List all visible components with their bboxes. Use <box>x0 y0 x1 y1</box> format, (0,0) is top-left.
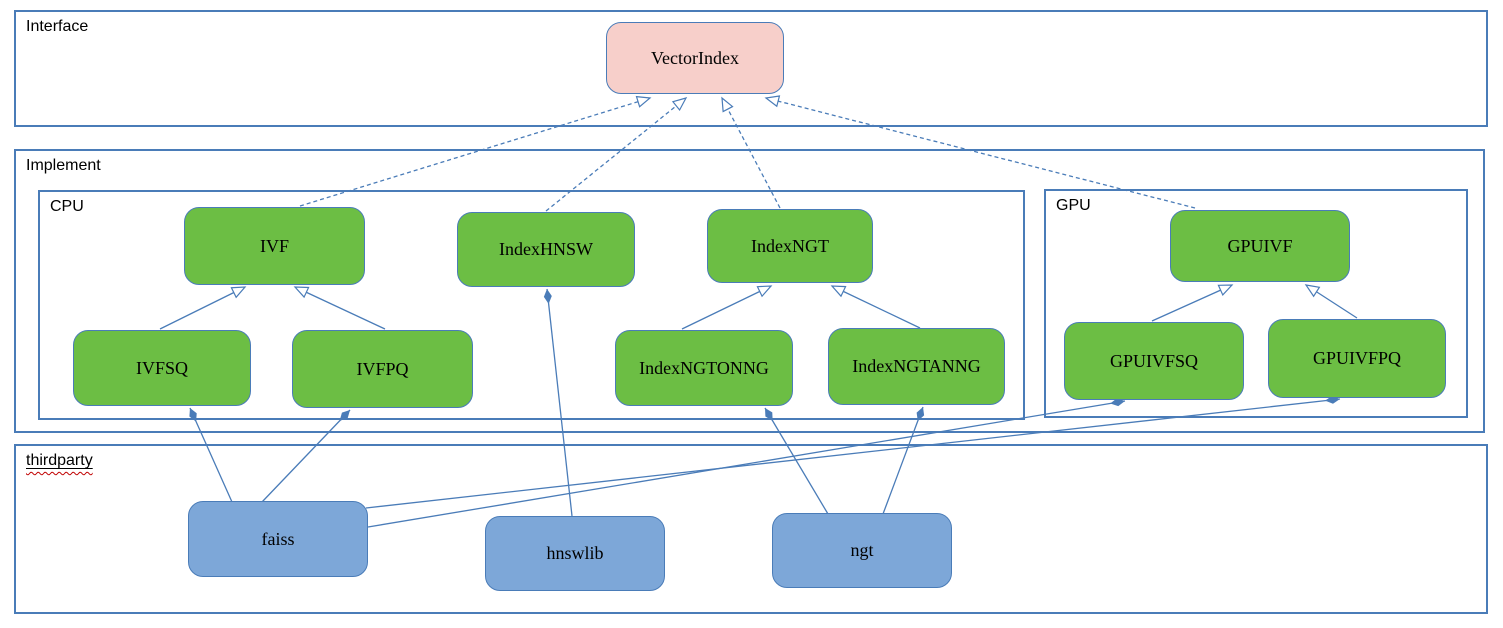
group-thirdparty-label: thirdparty <box>26 452 93 470</box>
group-interface-label: Interface <box>26 18 89 35</box>
group-implement-label: Implement <box>26 157 101 174</box>
node-indexngtonng-label: IndexNGTONNG <box>639 357 769 378</box>
node-indexhnsw[interactable]: IndexHNSW <box>457 212 635 287</box>
group-gpu-label: GPU <box>1056 197 1091 214</box>
node-ivf-label: IVF <box>259 235 289 256</box>
node-gpuivfpq-label: GPUIVFPQ <box>1312 348 1402 368</box>
node-indexngt[interactable]: IndexNGT <box>707 209 873 283</box>
node-faiss-label: faiss <box>261 528 295 549</box>
node-ivfpq[interactable]: IVFPQ <box>292 330 473 408</box>
node-hnswlib-label: hnswlib <box>546 543 604 563</box>
node-hnswlib[interactable]: hnswlib <box>485 516 665 591</box>
group-cpu-label: CPU <box>50 198 84 215</box>
node-gpuivf[interactable]: GPUIVF <box>1170 210 1350 282</box>
node-vectorindex[interactable]: VectorIndex <box>606 22 784 94</box>
node-ivfsq[interactable]: IVFSQ <box>73 330 251 406</box>
node-ngt[interactable]: ngt <box>772 513 952 588</box>
group-thirdparty-label-text: thirdparty <box>26 452 93 469</box>
node-indexngtonng[interactable]: IndexNGTONNG <box>615 330 793 406</box>
node-ivfpq-label: IVFPQ <box>356 358 409 379</box>
node-indexhnsw-label: IndexHNSW <box>499 239 593 259</box>
node-ivfsq-label: IVFSQ <box>135 357 188 378</box>
node-faiss[interactable]: faiss <box>188 501 368 577</box>
node-gpuivfpq[interactable]: GPUIVFPQ <box>1268 319 1446 398</box>
node-indexngt-label: IndexNGT <box>751 235 829 256</box>
node-ivf[interactable]: IVF <box>184 207 365 285</box>
node-gpuivfsq-label: GPUIVFSQ <box>1109 350 1199 371</box>
node-indexngtanng-label: IndexNGTANNG <box>852 356 981 376</box>
node-ngt-label: ngt <box>850 540 874 560</box>
node-gpuivf-label: GPUIVF <box>1227 235 1293 256</box>
node-vectorindex-label: VectorIndex <box>651 47 739 68</box>
node-indexngtanng[interactable]: IndexNGTANNG <box>828 328 1005 405</box>
node-gpuivfsq[interactable]: GPUIVFSQ <box>1064 322 1244 400</box>
